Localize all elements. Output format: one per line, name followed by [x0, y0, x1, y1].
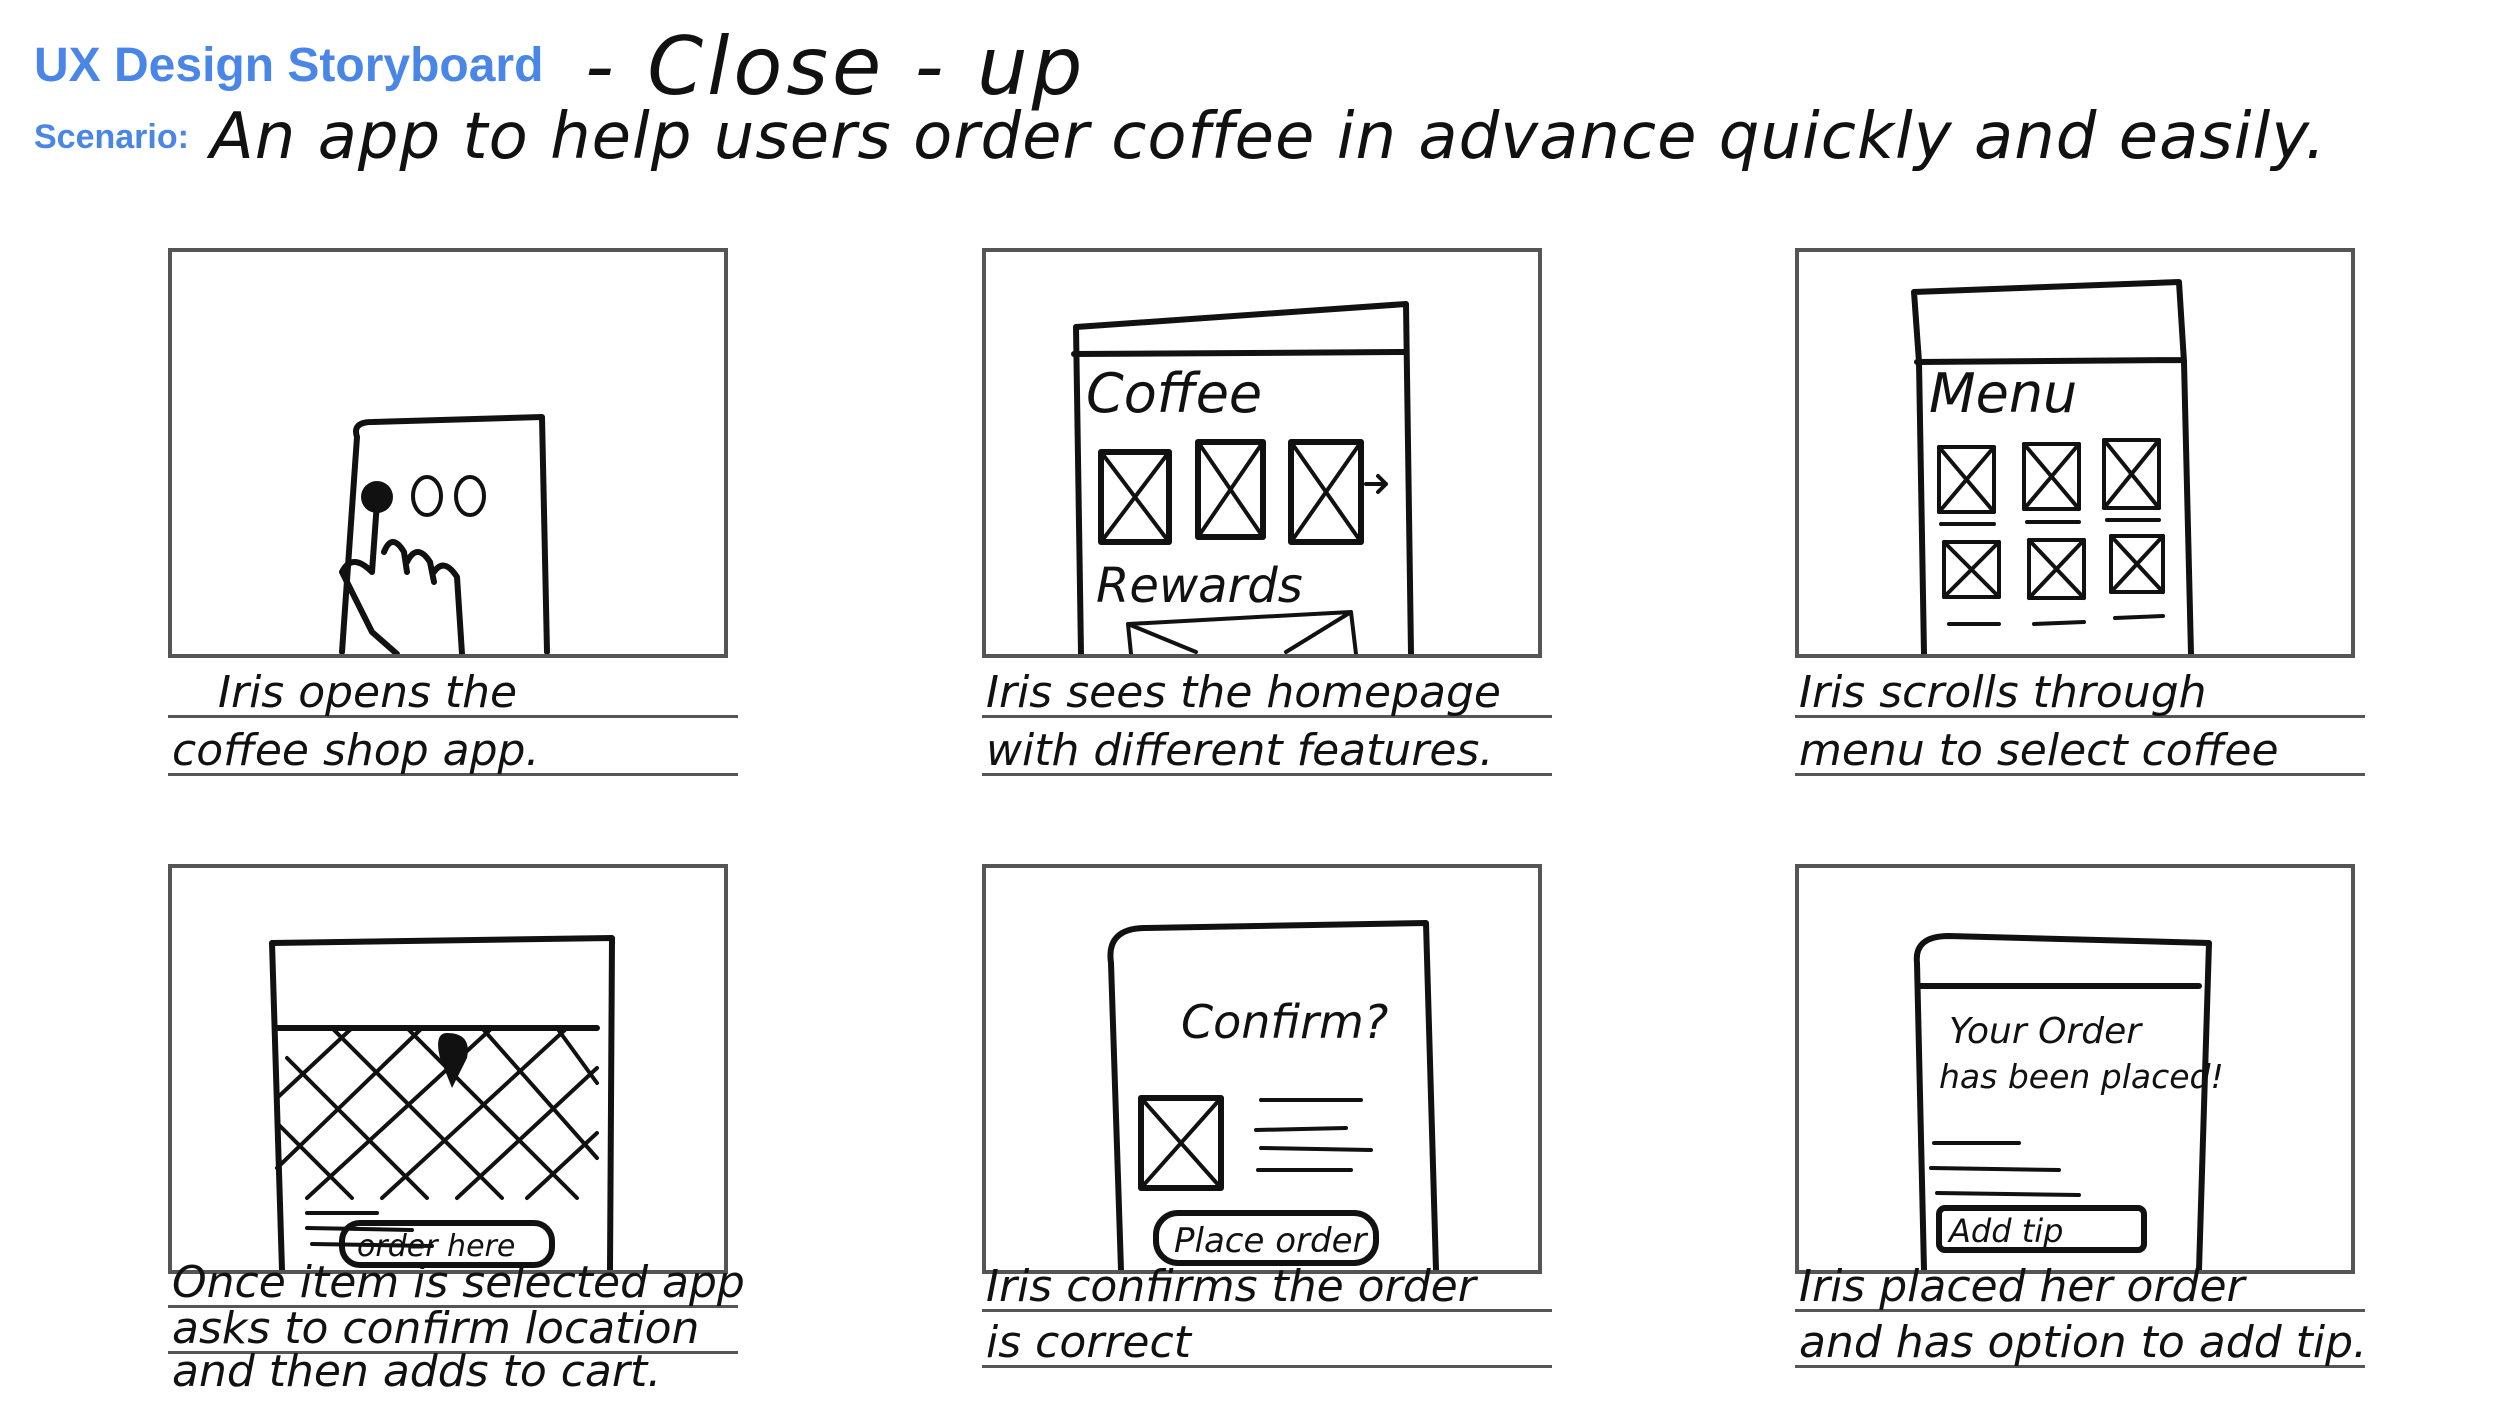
- scenario-label: Scenario:: [34, 118, 189, 156]
- sketch-location-map: order here: [269, 935, 615, 1270]
- place-order-button: [1153, 1210, 1379, 1266]
- sketch-label-confirm: Confirm?: [1181, 995, 1388, 1049]
- scenario-text: An app to help users order coffee in adv…: [210, 100, 2327, 174]
- tap-dot: [361, 481, 393, 513]
- caption-panel-6: Iris placed her order and has option to …: [1795, 1262, 2367, 1368]
- storyboard-panel-3: Menu: [1795, 248, 2355, 658]
- sketch-label-order-here: order here: [357, 1229, 515, 1264]
- storyboard-panel-2: Coffee Rewards: [982, 248, 1542, 658]
- map-grid: [275, 1026, 599, 1200]
- sketch-label-has-been-placed: has been placed!: [1939, 1057, 2224, 1096]
- caption-panel-1: Iris opens the coffee shop app.: [168, 660, 738, 776]
- sketch-label-your-order: Your Order: [1949, 1011, 2143, 1052]
- location-pin-icon: [438, 1033, 468, 1088]
- storyboard-title: UX Design Storyboard: [34, 39, 544, 92]
- add-tip-button: [1936, 1205, 2147, 1253]
- storyboard-panel-1: [168, 248, 728, 658]
- caption-panel-5: Iris confirms the order is correct: [982, 1262, 1552, 1368]
- caption-panel-2: Iris sees the homepage with different fe…: [982, 660, 1552, 776]
- sketch-phone-tap: [339, 414, 550, 654]
- storyboard-subtitle: - Close - up: [585, 20, 1087, 113]
- storyboard-panel-4: order here: [168, 864, 728, 1274]
- sketch-confirm-order: Confirm? Place order: [1107, 920, 1439, 1270]
- sketch-label-rewards: Rewards: [1096, 558, 1303, 614]
- sketch-order-placed: Your Order has been placed! Add tip: [1913, 933, 2224, 1270]
- storyboard-panel-5: Confirm? Place order: [982, 864, 1542, 1274]
- sketch-menu: Menu: [1911, 279, 2194, 654]
- sketch-homepage: Coffee Rewards: [1071, 301, 1414, 654]
- caption-panel-3: Iris scrolls through menu to select coff…: [1795, 660, 2365, 776]
- sketch-label-place-order: Place order: [1174, 1221, 1368, 1261]
- sketch-label-coffee: Coffee: [1086, 362, 1262, 425]
- sketch-label-menu: Menu: [1929, 362, 2077, 425]
- storyboard-panel-6: Your Order has been placed! Add tip: [1795, 864, 2355, 1274]
- caption-panel-4: Once item is selected app asks to confir…: [168, 1261, 745, 1394]
- hand-pointer: [339, 499, 465, 654]
- sketch-label-add-tip: Add tip: [1947, 1212, 2063, 1250]
- order-here-button: [339, 1220, 555, 1268]
